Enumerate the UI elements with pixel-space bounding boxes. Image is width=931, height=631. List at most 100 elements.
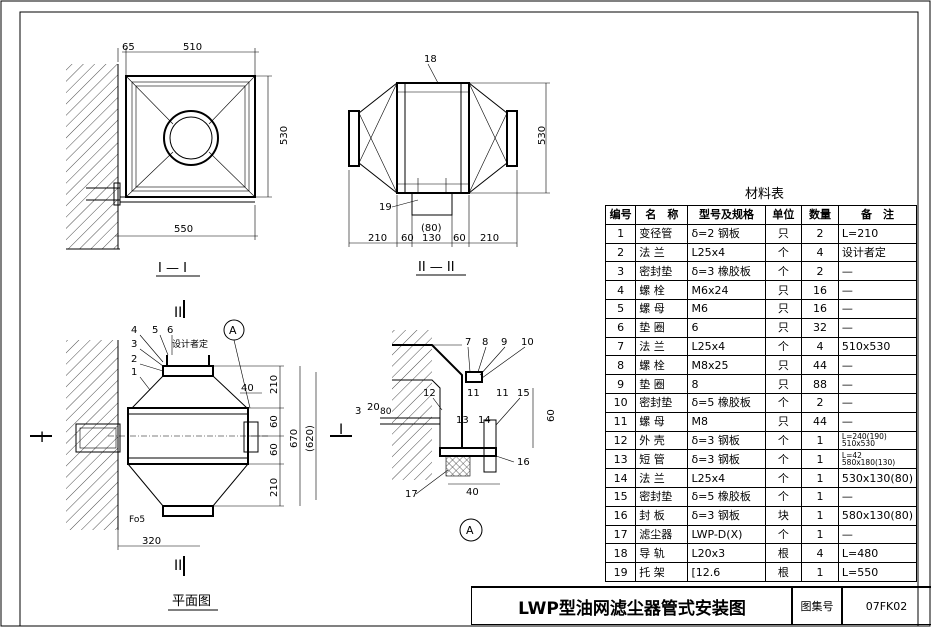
bom-cell: 法 兰 [635,242,689,263]
bom-cell: 7 [604,336,637,357]
bom-cell: L20x3 [687,543,766,564]
detail-callout-11b: 11 [496,388,509,399]
bom-cell: 1 [801,524,839,545]
atlas-code: 07FK02 [841,586,931,625]
bom-cell: 1 [801,430,839,451]
bom-cell: 个 [764,468,803,488]
detail-callout-20: 20 [367,402,380,413]
bom-cell: 根 [764,562,803,582]
plan-dim-total-paren: (620) [305,425,316,452]
bom-cell: 封 板 [635,505,689,526]
bom-cell: — [837,524,918,545]
detail-callout-8: 8 [482,337,488,348]
bom-cell: 垫 圈 [635,374,689,394]
bom-cell: 2 [801,223,839,244]
callout-5: 5 [152,325,158,336]
bom-cell: — [837,411,918,432]
bom-cell: 螺 母 [635,298,689,319]
section-1-view: 65 510 550 530 I — I [66,42,290,277]
bom-cell: 设计者定 [837,242,918,263]
bom-cell: 6 [687,317,766,338]
detail-dim-height: 60 [546,409,557,422]
detail-note-80: 80 [380,407,392,417]
bom-cell: 10 [604,392,637,413]
bom-cell: 88 [801,374,839,394]
bom-cell: 变径管 [635,223,689,244]
detail-callout-17: 17 [405,489,418,500]
bom-cell: L=480 [837,543,918,564]
duct-circle-inner [169,116,213,160]
callout-4: 4 [131,325,137,336]
duct-circle-outer [163,110,219,166]
bom-cell: 只 [764,374,803,394]
callout-3: 3 [131,339,137,350]
bom-cell: 580x130(80) [837,505,918,526]
bom-header-cell: 型号及规格 [687,205,766,225]
detail-callout-9: 9 [501,337,507,348]
bom-header-row: 编号 名 称 型号及规格 单位 数量 备 注 [604,205,918,225]
flange-left [348,110,360,167]
detail-wall-hatch [392,330,432,480]
bom-cell: 4 [801,336,839,357]
bom-cell: 个 [764,524,803,545]
bom-cell: 44 [801,355,839,376]
bom-cell: 12 [604,430,637,451]
plan-bottom-note: Fo5 [129,515,145,525]
bom-cell: 个 [764,261,803,282]
atlas-label: 图集号 [791,586,843,625]
bom-header-cell: 数量 [801,205,839,225]
bom-cell: — [837,486,918,507]
inner-border [19,11,919,627]
bom-cell: L=240(190) 510x530 [837,430,918,451]
bom-cell: δ=3 钢板 [687,430,766,451]
bom-cell: 2 [801,392,839,413]
bom-cell: 530x130(80) [837,468,918,488]
bom-cell: 2 [801,261,839,282]
bom-cell: 只 [764,355,803,376]
bom-cell: 垫 圈 [635,317,689,338]
bom-cell: L25x4 [687,336,766,357]
bracket-19 [411,192,453,216]
bom-cell: 只 [764,317,803,338]
bom-cell: 8 [687,374,766,394]
dim-top-width: 510 [183,42,202,53]
bom-cell: 4 [801,242,839,263]
detail-callout-10: 10 [521,337,534,348]
bom-cell: 滤尘器 [635,524,689,545]
cut-mark-left: I [40,430,44,446]
title-block: LWP型油网滤尘器管式安装图 图集号 07FK02 [471,586,931,627]
bom-cell: L25x4 [687,242,766,263]
dim-height: 530 [279,126,290,145]
bom-cell: M6 [687,298,766,319]
plan-dim-base: 320 [142,536,161,547]
dim-seg-1: 210 [368,233,387,244]
detail-callout-14: 14 [478,415,491,426]
bom-cell: — [837,317,918,338]
bom-cell: 1 [604,223,637,244]
dim-seg-5: 210 [480,233,499,244]
callout-18: 18 [424,54,437,65]
bom-cell: 法 兰 [635,336,689,357]
dim-height-2: 530 [537,126,548,145]
wall-hatch-1 [66,64,118,249]
bom-cell: 螺 栓 [635,280,689,300]
bom-cell: δ=2 钢板 [687,223,766,244]
dim-seg-3: 130 [422,233,441,244]
detail-label: A [466,524,474,537]
bom-cell: 6 [604,317,637,338]
plan-bottom-reducer [126,463,250,507]
bom-cell: 个 [764,392,803,413]
bom-cell: 托 架 [635,562,689,582]
